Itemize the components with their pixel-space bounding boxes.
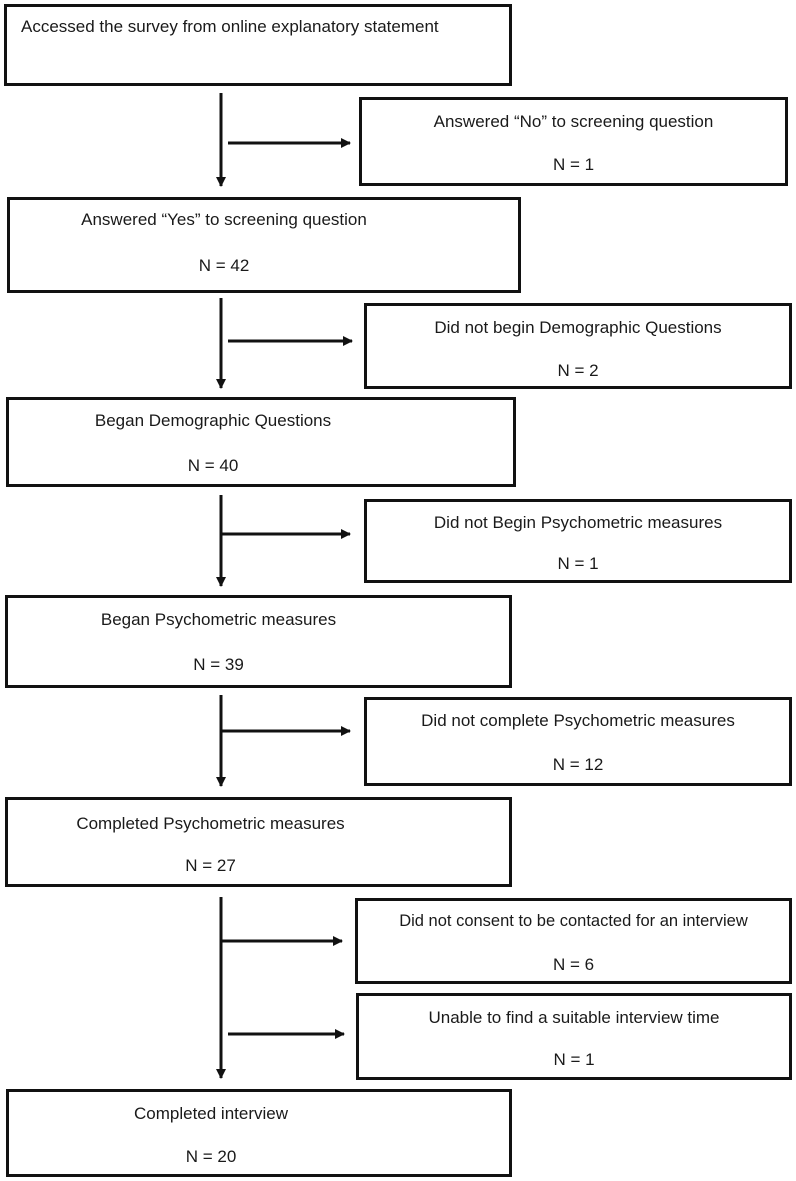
exclusion-label: Did not consent to be contacted for an i… [399, 912, 748, 930]
step-label: Began Demographic Questions [94, 411, 332, 430]
step-label: Began Psychometric measures [100, 610, 337, 629]
exclusion-incomplete-psychometric: Did not complete Psychometric measures N… [364, 697, 792, 786]
exclusion-count: N = 12 [552, 755, 604, 774]
exclusion-label: Unable to find a suitable interview time [428, 1008, 720, 1027]
step-completed-psychometric: Completed Psychometric measures N = 27 [5, 797, 512, 887]
step-count: N = 39 [193, 655, 244, 674]
exclusion-no-psychometric-start: Did not Begin Psychometric measures N = … [364, 499, 792, 583]
step-count: N = 20 [185, 1147, 237, 1166]
exclusion-no-demographics: Did not begin Demographic Questions N = … [364, 303, 792, 389]
step-label: Completed Psychometric measures [76, 814, 345, 833]
step-began-psychometric: Began Psychometric measures N = 39 [5, 595, 512, 688]
exclusion-label: Did not Begin Psychometric measures [433, 513, 723, 532]
exclusion-count: N = 1 [557, 554, 599, 573]
step-label: Completed interview [133, 1104, 288, 1123]
exclusion-answered-no: Answered “No” to screening question N = … [359, 97, 788, 186]
exclusion-label: Did not complete Psychometric measures [421, 711, 735, 730]
exclusion-no-interview-time: Unable to find a suitable interview time… [356, 993, 792, 1080]
step-count: N = 27 [185, 856, 236, 875]
exclusion-no-consent: Did not consent to be contacted for an i… [355, 898, 792, 984]
step-label: Accessed the survey from online explanat… [21, 17, 439, 36]
exclusion-label: Did not begin Demographic Questions [434, 318, 722, 337]
step-completed-interview: Completed interview N = 20 [6, 1089, 512, 1177]
exclusion-label: Answered “No” to screening question [433, 112, 714, 131]
exclusion-count: N = 1 [553, 1050, 595, 1069]
exclusion-count: N = 2 [557, 361, 599, 380]
step-accessed-survey: Accessed the survey from online explanat… [4, 4, 512, 86]
step-label: Answered “Yes” to screening question [81, 210, 367, 229]
exclusion-count: N = 6 [552, 955, 595, 974]
step-began-demographics: Began Demographic Questions N = 40 [6, 397, 516, 487]
step-answered-yes: Answered “Yes” to screening question N =… [7, 197, 521, 293]
step-count: N = 42 [198, 256, 250, 275]
exclusion-count: N = 1 [552, 155, 595, 174]
step-count: N = 40 [187, 456, 239, 475]
